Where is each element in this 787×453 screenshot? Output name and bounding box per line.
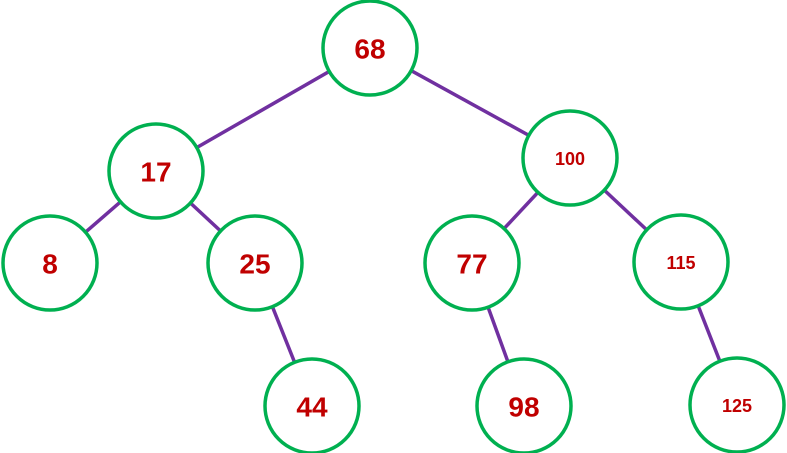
tree-node-44: 44 <box>263 357 361 453</box>
tree-node-25: 25 <box>206 214 304 312</box>
tree-node-circle <box>475 357 573 453</box>
tree-node-circle <box>206 214 304 312</box>
tree-node-77: 77 <box>423 214 521 312</box>
tree-node-115: 115 <box>632 213 730 311</box>
tree-node-circle <box>321 0 419 97</box>
tree-node-circle <box>1 214 99 312</box>
tree-node-label: 68 <box>354 34 385 65</box>
tree-node-8: 8 <box>1 214 99 312</box>
tree-node-circle <box>632 213 730 311</box>
tree-node-circle <box>263 357 361 453</box>
tree-node-label: 98 <box>508 392 539 423</box>
tree-node-17: 17 <box>107 122 205 220</box>
tree-node-68: 68 <box>321 0 419 97</box>
tree-node-label: 125 <box>722 396 752 416</box>
tree-node-circle <box>423 214 521 312</box>
tree-edges <box>48 46 739 407</box>
tree-node-circle <box>688 356 786 453</box>
tree-node-circle <box>107 122 205 220</box>
tree-node-label: 100 <box>555 149 585 169</box>
tree-node-label: 44 <box>296 392 328 423</box>
tree-node-label: 8 <box>42 249 58 280</box>
tree-node-125: 125 <box>688 356 786 453</box>
tree-node-label: 25 <box>239 249 270 280</box>
tree-node-98: 98 <box>475 357 573 453</box>
tree-node-circle <box>521 109 619 207</box>
tree-node-label: 77 <box>456 249 487 280</box>
tree-node-100: 100 <box>521 109 619 207</box>
tree-node-label: 17 <box>140 157 171 188</box>
tree-node-label: 115 <box>666 253 695 273</box>
